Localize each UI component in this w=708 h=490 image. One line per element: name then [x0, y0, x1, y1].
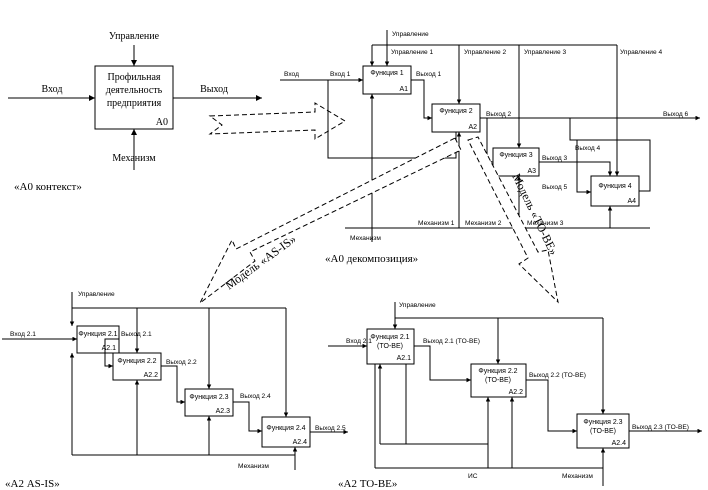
decomposition-output-5-label: Выход 5: [542, 184, 568, 191]
as-is-function-4-box: [261, 416, 311, 448]
to-be-input-label: Вход 2.1: [346, 338, 372, 345]
context-mechanism-label: Механизм: [112, 153, 156, 164]
decomposition-mechanism-2-label: Механизм 2: [465, 220, 502, 227]
context-input-label: Вход: [42, 84, 63, 95]
to-be-diagram: Функция 2.1 (TO-BE) A2.1 Функция 2.2 (TO…: [328, 302, 702, 490]
as-is-function-4-code: A2.4: [293, 439, 308, 446]
as-is-diagram: Функция 2.1 A2.1 Функция 2.2 A2.2 Функци…: [2, 291, 348, 490]
as-is-function-1-name: Функция 2.1: [78, 331, 117, 338]
to-be-output-3-label: Выход 2.3 (TO-BE): [632, 424, 689, 431]
as-is-output-1-label: Выход 2.1: [121, 331, 152, 338]
to-be-function-1-code: A2.1: [397, 355, 412, 362]
context-box-line3: предприятия: [107, 98, 162, 109]
decomposition-mechanism-main-label: Механизм: [350, 235, 381, 242]
as-is-function-4-name: Функция 2.4: [266, 425, 305, 432]
decomposition-control-3-label: Управление 3: [524, 49, 566, 56]
decomposition-input-label: Вход: [284, 71, 299, 78]
decomposition-diagram: Функция 1 A1 Функция 2 A2 Функция 3 A3 Ф…: [280, 30, 700, 265]
to-be-function-2-line2: (TO-BE): [485, 377, 511, 384]
decomposition-function-4-name: Функция 4: [598, 183, 631, 190]
to-be-model-arrow: [467, 136, 559, 304]
context-to-decomposition-arrow: [208, 102, 346, 140]
decomposition-control-label: Управление: [392, 31, 429, 38]
to-be-function-1-line2: (TO-BE): [377, 343, 403, 350]
as-is-caption: «А2 AS-IS»: [5, 478, 60, 490]
as-is-output-3-arrow: [233, 401, 262, 434]
decomposition-output-4-loop: [569, 118, 651, 192]
decomposition-mechanism-1-label: Механизм 1: [418, 220, 455, 227]
context-box: [94, 65, 174, 130]
context-diagram: Профильная деятельность предприятия A0 У…: [8, 31, 262, 193]
to-be-function-3-line2: (TO-BE): [590, 428, 616, 435]
to-be-function-3-code: A2.4: [612, 440, 627, 447]
context-box-code: A0: [156, 117, 168, 128]
decomposition-function-4-code: A4: [627, 198, 636, 205]
decomposition-caption: «А0 декомпозиция»: [325, 253, 418, 265]
as-is-control-label: Управление: [78, 291, 115, 298]
to-be-function-2-line1: Функция 2.2: [478, 368, 517, 375]
decomposition-output-6-label: Выход 6: [663, 111, 689, 118]
decomposition-output-3-label: Выход 3: [542, 155, 568, 162]
to-be-output-1-arrow: [414, 345, 471, 383]
to-be-control-label: Управление: [399, 302, 436, 309]
to-be-mechanism-label: Механизм: [562, 473, 593, 480]
decomposition-function-3-name: Функция 3: [499, 152, 532, 159]
context-caption: «А0 контекст»: [14, 181, 82, 193]
decomposition-function-3-code: A3: [527, 168, 536, 175]
to-be-function-1-box: [366, 328, 415, 365]
decomposition-function-1-box: [362, 65, 412, 95]
as-is-function-3-name: Функция 2.3: [189, 394, 228, 401]
decomposition-control-4-label: Управление 4: [620, 49, 662, 56]
as-is-function-1-code: A2.1: [102, 345, 117, 352]
context-output-label: Выход: [200, 84, 228, 95]
context-control-label: Управление: [109, 31, 160, 42]
as-is-function-2-name: Функция 2.2: [117, 358, 156, 365]
to-be-function-3-line1: Функция 2.3: [583, 419, 622, 426]
decomposition-function-1-name: Функция 1: [370, 70, 403, 77]
to-be-output-2-arrow: [526, 379, 577, 434]
decomposition-control-1-label: Управление 1: [391, 49, 433, 56]
context-box-line1: Профильная: [108, 72, 161, 83]
to-be-function-2-code: A2.2: [509, 389, 524, 396]
decomposition-function-2-name: Функция 2: [439, 108, 472, 115]
to-be-function-2-box: [470, 363, 527, 398]
decomposition-function-2-code: A2: [468, 124, 477, 131]
as-is-output-3-label: Выход 2.4: [240, 393, 271, 400]
decomposition-function-2-box: [431, 103, 481, 133]
as-is-output-2-label: Выход 2.2: [166, 359, 197, 366]
decomposition-mechanism-3-label: Механизм 3: [527, 220, 564, 227]
as-is-output-2-arrow: [161, 365, 185, 405]
as-is-input-label: Вход 2.1: [10, 331, 36, 338]
to-be-function-1-line1: Функция 2.1: [370, 334, 409, 341]
decomposition-output-4-label: Выход 4: [575, 145, 601, 152]
to-be-caption: «А2 TO-BE»: [338, 478, 397, 490]
decomposition-output-3-arrow: [539, 161, 613, 176]
as-is-function-2-code: A2.2: [144, 372, 159, 379]
as-is-mechanism-label: Механизм: [238, 463, 269, 470]
to-be-output-1-label: Выход 2.1 (TO-BE): [423, 338, 480, 345]
decomposition-input1-label: Вход 1: [330, 71, 351, 78]
as-is-output-4-label: Выход 2.5: [315, 425, 346, 432]
decomposition-output-2-label: Выход 2: [486, 111, 512, 118]
as-is-output-1-arrow: [104, 338, 119, 369]
decomposition-output-1-arrow: [411, 79, 432, 121]
decomposition-output-5-arrow: [576, 140, 591, 195]
as-is-function-3-code: A2.3: [216, 408, 231, 415]
as-is-model-arrow: [199, 137, 462, 304]
decomposition-output-1-label: Выход 1: [416, 71, 442, 78]
context-box-line2: деятельность: [106, 85, 163, 96]
decomposition-control-2-label: Управление 2: [464, 49, 506, 56]
decomposition-function-1-code: A1: [399, 86, 408, 93]
to-be-output-2-label: Выход 2.2 (TO-BE): [529, 372, 586, 379]
to-be-is-label: ИС: [468, 473, 478, 480]
